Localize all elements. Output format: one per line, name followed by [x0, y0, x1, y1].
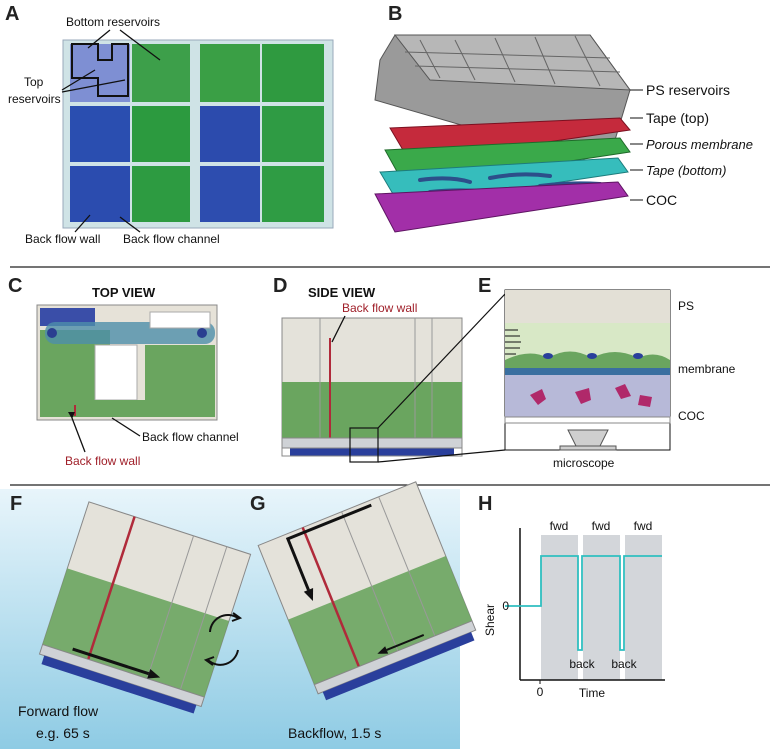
back-label-2: back — [611, 657, 637, 671]
back-flow-wall-label-d: Back flow wall — [342, 301, 417, 315]
reservoir-outline — [71, 43, 129, 97]
top-view-drawing — [36, 304, 218, 421]
back-flow-channel-label-a: Back flow channel — [123, 232, 220, 246]
coc-layer — [374, 181, 629, 233]
x-tick-zero: 0 — [537, 685, 544, 699]
panel-c-letter: C — [8, 275, 22, 297]
fwd-label-2: fwd — [592, 519, 611, 533]
coc-label-e: COC — [678, 409, 705, 423]
y-tick-zero: 0 — [502, 599, 509, 613]
panel-h-letter: H — [478, 493, 492, 515]
panel-g-letter: G — [250, 493, 266, 515]
exploded-layers — [374, 34, 632, 233]
plate-wells — [70, 44, 324, 222]
fwd-region-1 — [541, 535, 578, 680]
side-view-title: SIDE VIEW — [308, 285, 376, 300]
shear-chart — [505, 528, 665, 684]
panel-f-letter: F — [10, 493, 22, 515]
top-reservoirs-label-2: reservoirs — [8, 92, 61, 106]
ps-label-e: PS — [678, 299, 694, 313]
top-reservoirs-label-1: Top — [24, 75, 44, 89]
panel-d-letter: D — [273, 275, 287, 297]
forward-flow-caption-1: Forward flow — [18, 703, 99, 719]
x-axis-label: Time — [579, 686, 606, 700]
forward-flow-device — [38, 501, 252, 714]
fwd-region-2 — [583, 535, 620, 680]
y-axis-label: Shear — [483, 604, 497, 636]
back-label-1: back — [569, 657, 595, 671]
layer-label-coc: COC — [646, 192, 677, 208]
back-flow-channel-label-c: Back flow channel — [142, 430, 239, 444]
side-view-drawing — [281, 317, 463, 463]
membrane-label-e: membrane — [678, 362, 736, 376]
microscope-label: microscope — [553, 456, 615, 470]
top-view-title: TOP VIEW — [92, 285, 156, 300]
rocking-cycle-icon — [203, 612, 243, 666]
fwd-label-3: fwd — [634, 519, 653, 533]
layer-label-tape-bottom: Tape (bottom) — [646, 163, 726, 178]
back-flow-wall-label-a: Back flow wall — [25, 232, 100, 246]
cross-section-drawing — [504, 289, 671, 451]
panel-a-letter: A — [5, 3, 19, 25]
fwd-region-3 — [625, 535, 662, 680]
shear-trace — [505, 555, 662, 651]
layer-labels: PS reservoirs Tape (top) Porous membrane… — [630, 82, 753, 208]
panel-e-letter: E — [478, 275, 491, 297]
fwd-label-1: fwd — [550, 519, 569, 533]
back-flow-wall-label-c: Back flow wall — [65, 454, 140, 468]
bottom-reservoirs-label: Bottom reservoirs — [66, 15, 160, 29]
layer-label-porous-membrane: Porous membrane — [646, 137, 753, 152]
backflow-device — [257, 481, 477, 701]
backflow-caption: Backflow, 1.5 s — [288, 725, 381, 741]
panel-b-letter: B — [388, 3, 402, 25]
layer-label-ps-reservoirs: PS reservoirs — [646, 82, 730, 98]
layer-label-tape-top: Tape (top) — [646, 110, 709, 126]
forward-flow-caption-2: e.g. 65 s — [36, 725, 90, 741]
